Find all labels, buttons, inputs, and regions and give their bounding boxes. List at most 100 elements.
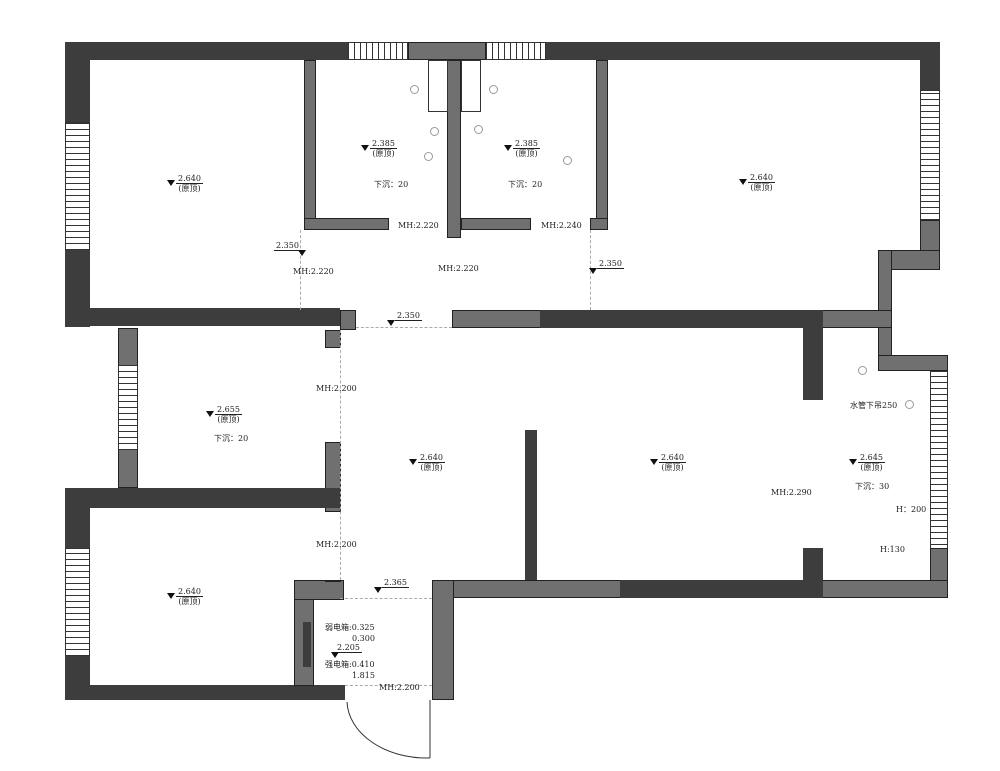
weak-box-value: 0.300 [352, 634, 375, 643]
window [348, 42, 408, 60]
level-value: 2.640 [176, 174, 203, 184]
wall-segment [304, 218, 389, 230]
opening-line [345, 685, 432, 686]
level-note: (原顶) [178, 184, 201, 193]
level-value: 2.350 [395, 311, 422, 321]
door-swing-icon [346, 700, 431, 759]
wall-segment [596, 60, 608, 230]
level-note: (原顶) [420, 463, 443, 472]
light-fixture-icon [489, 85, 498, 94]
strong-box-note: 强电箱:0.410 [325, 660, 375, 669]
wall-segment [822, 310, 892, 328]
door-height: MH:2.220 [438, 264, 479, 273]
level-note: (原顶) [372, 149, 395, 158]
door-height: MH:2.290 [771, 488, 812, 497]
level-value: 2.640 [659, 453, 686, 463]
window [930, 371, 948, 551]
wall-segment [408, 42, 486, 60]
sink-note: 下沉：20 [374, 180, 409, 189]
wall [803, 310, 823, 400]
room-level: 2.655(原顶) [206, 405, 242, 424]
electrical-box [303, 622, 311, 667]
door-height: MH:2.200 [379, 683, 420, 692]
wall [65, 488, 340, 508]
door-height: MH:2.240 [541, 221, 582, 230]
wall [65, 308, 340, 326]
wall-segment [304, 60, 316, 225]
opening-line [340, 598, 432, 599]
sink-note: 下沉：20 [508, 180, 543, 189]
level-value: 2.350 [274, 241, 301, 251]
light-fixture-icon [563, 156, 572, 165]
height-note: H:130 [880, 545, 905, 554]
level-value: 2.385 [513, 139, 540, 149]
room-level: 2.640(原顶) [739, 173, 775, 192]
level-note: (原顶) [515, 149, 538, 158]
room-level: 2.385(原顶) [504, 139, 540, 158]
light-fixture-icon [410, 85, 419, 94]
level-note: (原顶) [178, 597, 201, 606]
room-level: 2.640(原顶) [167, 587, 203, 606]
level-value: 2.640 [176, 587, 203, 597]
stove [461, 60, 481, 112]
opening-line [340, 330, 341, 580]
strong-box-value: 1.815 [352, 671, 375, 680]
wall-segment [432, 580, 622, 598]
light-fixture-icon [905, 400, 914, 409]
room-level: 2.640(原顶) [409, 453, 445, 472]
sink-note: 下沉：20 [214, 434, 249, 443]
window [65, 122, 90, 250]
level-note: (原顶) [217, 415, 240, 424]
level-note: (原顶) [750, 183, 773, 192]
wall-bottom [65, 685, 345, 700]
wall [525, 430, 537, 580]
room-level: 2.640(原顶) [167, 174, 203, 193]
wall-segment [294, 580, 344, 600]
window [65, 548, 90, 656]
ceiling-level: 2.350 [387, 311, 422, 326]
door-height: MH:2.200 [316, 540, 357, 549]
window [486, 42, 546, 60]
level-value: 2.350 [597, 259, 624, 269]
level-value: 2.640 [748, 173, 775, 183]
ceiling-level: 2.365 [374, 578, 409, 593]
level-value: 2.205 [335, 643, 362, 653]
wall-segment [590, 218, 608, 230]
wall-segment [432, 580, 454, 700]
level-value: 2.640 [418, 453, 445, 463]
room-level: 2.385(原顶) [361, 139, 397, 158]
wall-segment [878, 355, 948, 371]
level-value: 2.655 [215, 405, 242, 415]
door-height: MH:2.220 [293, 267, 334, 276]
wall-segment [447, 60, 461, 238]
light-fixture-icon [424, 152, 433, 161]
window [118, 365, 138, 450]
level-note: (原顶) [860, 463, 883, 472]
level-value: 2.385 [370, 139, 397, 149]
ceiling-level: 2.350 [274, 241, 306, 256]
wall [620, 580, 823, 598]
wall-segment [325, 580, 341, 582]
level-value: 2.365 [382, 578, 409, 588]
opening-line [356, 327, 452, 328]
pipe-note: 水管下吊250 [850, 401, 898, 410]
light-fixture-icon [474, 125, 483, 134]
wall-segment [461, 218, 531, 230]
ceiling-level: 2.350 [589, 259, 624, 274]
room-level: 2.640(原顶) [650, 453, 686, 472]
window [920, 90, 940, 220]
door-height: MH:2.200 [316, 384, 357, 393]
level-value: 2.645 [858, 453, 885, 463]
wall-segment [325, 330, 341, 348]
wall [540, 310, 822, 328]
door-height: MH:2.220 [398, 221, 439, 230]
light-fixture-icon [430, 127, 439, 136]
height-note: H：200 [896, 505, 927, 514]
weak-box-note: 弱电箱:0.325 [325, 623, 375, 632]
opening-line [300, 230, 301, 310]
room-level: 2.645(原顶) [849, 453, 885, 472]
ceiling-level: 2.205 [331, 643, 362, 658]
stove [428, 60, 448, 112]
wall-segment [340, 310, 356, 330]
